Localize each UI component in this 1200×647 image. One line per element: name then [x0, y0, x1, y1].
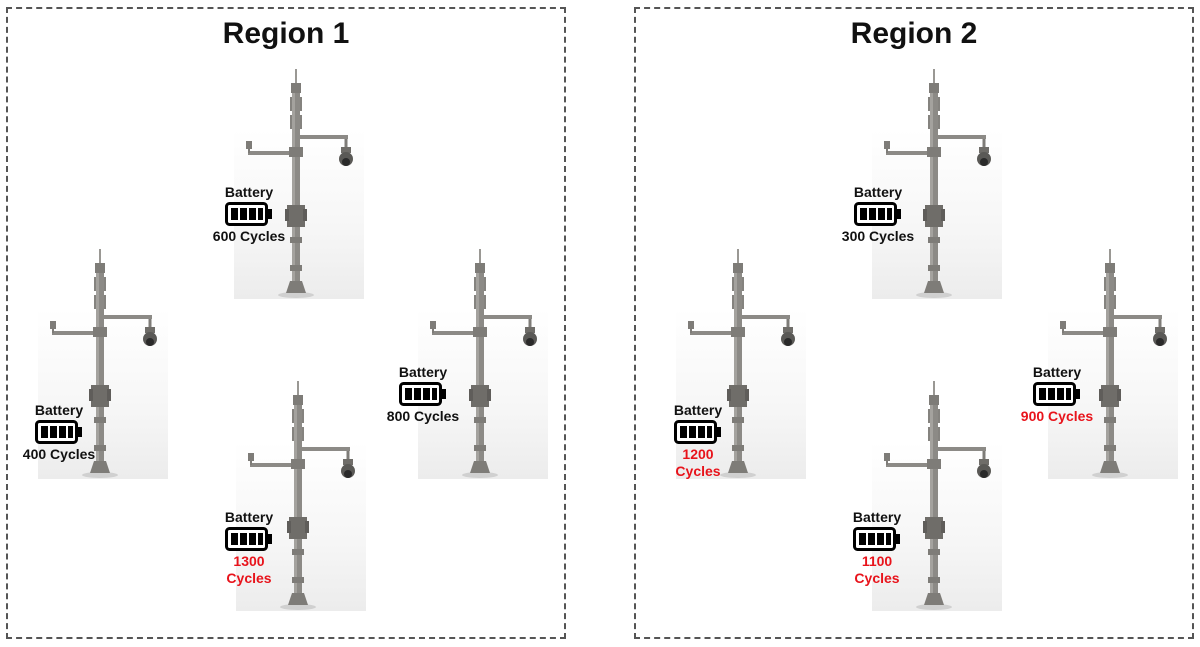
- battery-label: Battery: [224, 509, 274, 525]
- pole-d: [236, 381, 366, 611]
- pole-b: [38, 249, 168, 479]
- battery-label: Battery: [673, 402, 723, 418]
- pole-d: [872, 381, 1002, 611]
- battery-icon: [35, 420, 82, 444]
- battery-cycles: 900 Cycles: [1020, 408, 1094, 424]
- smart-pole-illustration: [884, 381, 991, 610]
- smart-pole-illustration: [430, 249, 537, 478]
- smart-pole-illustration: [688, 249, 795, 478]
- smart-pole-illustration: [50, 249, 157, 478]
- battery-status-c: Battery 900 Cycles: [1012, 364, 1102, 425]
- battery-status-b: Battery 1200 Cycles: [653, 402, 743, 480]
- battery-icon: [225, 527, 272, 551]
- battery-icon: [225, 202, 272, 226]
- battery-label: Battery: [398, 364, 448, 380]
- battery-status-a: Battery 300 Cycles: [833, 184, 923, 245]
- battery-label: Battery: [224, 184, 274, 200]
- battery-status-c: Battery 800 Cycles: [378, 364, 468, 425]
- battery-cycles: 1100 Cycles: [854, 553, 900, 586]
- battery-cycles: 600 Cycles: [212, 228, 286, 244]
- pole-c: [418, 249, 548, 479]
- battery-icon: [1033, 382, 1080, 406]
- battery-icon: [853, 527, 900, 551]
- battery-icon: [399, 382, 446, 406]
- battery-status-d: Battery 1100 Cycles: [832, 509, 922, 587]
- battery-status-d: Battery 1300 Cycles: [204, 509, 294, 587]
- battery-icon: [674, 420, 721, 444]
- battery-cycles: 400 Cycles: [22, 446, 96, 462]
- battery-label: Battery: [852, 509, 902, 525]
- battery-cycles: 1200 Cycles: [675, 446, 721, 479]
- region-title: Region 2: [850, 17, 978, 50]
- region-title: Region 1: [222, 17, 350, 50]
- smart-pole-illustration: [248, 381, 355, 610]
- battery-cycles: 800 Cycles: [386, 408, 460, 424]
- battery-status-a: Battery 600 Cycles: [204, 184, 294, 245]
- smart-pole-illustration: [246, 69, 353, 298]
- pole-b: [676, 249, 806, 479]
- battery-cycles: 1300 Cycles: [226, 553, 272, 586]
- smart-pole-illustration: [884, 69, 991, 298]
- battery-icon: [854, 202, 901, 226]
- battery-label: Battery: [1032, 364, 1082, 380]
- battery-label: Battery: [853, 184, 903, 200]
- region-2-panel: Region 2 Battery: [634, 7, 1194, 639]
- battery-status-b: Battery 400 Cycles: [14, 402, 104, 463]
- region-1-panel: Region 1 Battery: [6, 7, 566, 639]
- battery-cycles: 300 Cycles: [841, 228, 915, 244]
- battery-label: Battery: [34, 402, 84, 418]
- smart-pole-illustration: [1060, 249, 1167, 478]
